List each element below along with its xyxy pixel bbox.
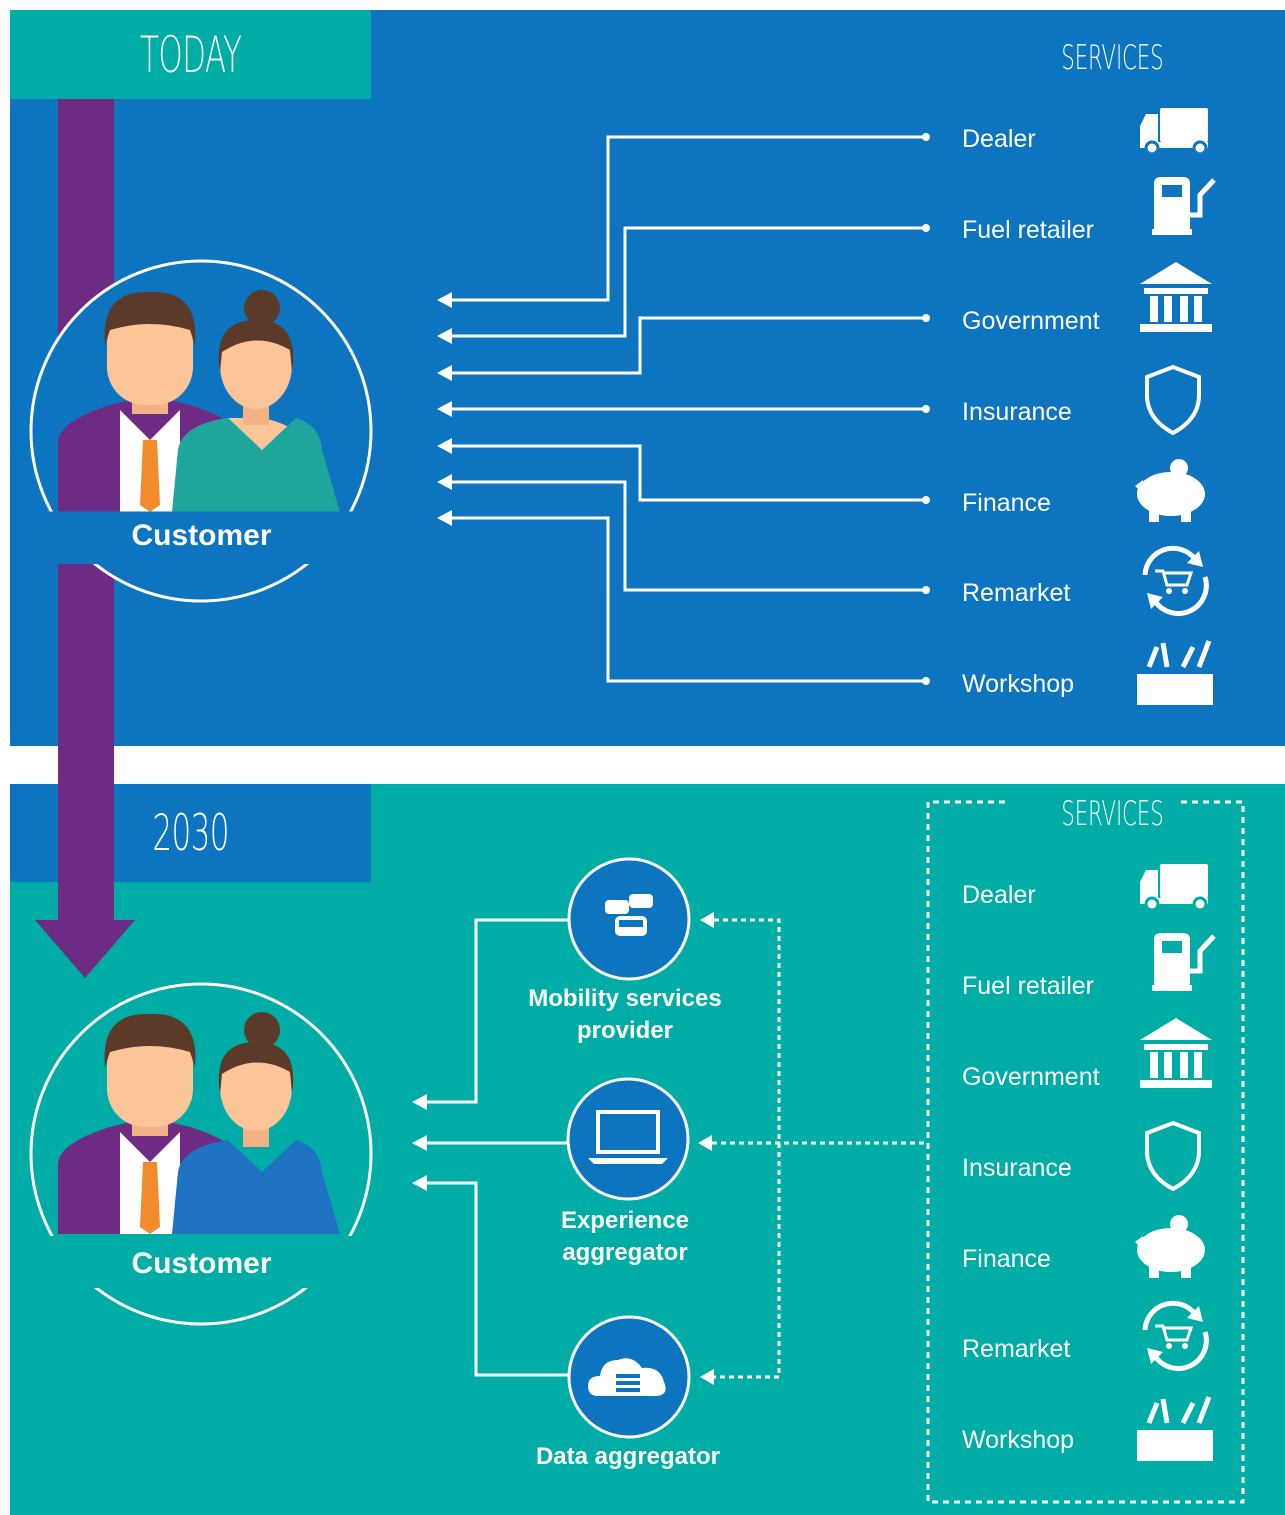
experience-aggregator-node bbox=[566, 1077, 690, 1201]
cart-cycle-icon bbox=[1142, 1300, 1209, 1371]
toolbox-icon bbox=[1137, 1396, 1213, 1461]
experience-aggregator-label: Experience aggregator bbox=[475, 1205, 775, 1269]
government-building-icon bbox=[1140, 262, 1212, 332]
today-arrowheads bbox=[437, 133, 930, 685]
mobility-provider-label: Mobility services provider bbox=[475, 983, 775, 1047]
today-banner: TODAY bbox=[10, 10, 371, 99]
future-customer-avatar bbox=[29, 982, 373, 1326]
today-service-workshop: Workshop bbox=[962, 670, 1075, 698]
future-service-remarket: Remarket bbox=[962, 1335, 1071, 1363]
cart-cycle-icon bbox=[1142, 545, 1209, 616]
piggy-bank-icon bbox=[1135, 1215, 1205, 1278]
future-service-dealer: Dealer bbox=[962, 881, 1036, 909]
cars-icon bbox=[605, 894, 653, 936]
experience-aggregator-label-line1: Experience bbox=[560, 1207, 690, 1234]
future-service-government: Government bbox=[962, 1063, 1100, 1091]
mobility-provider-node bbox=[567, 857, 691, 981]
future-services-title: SERVICES bbox=[1061, 794, 1164, 834]
piggy-bank-icon bbox=[1135, 459, 1205, 522]
today-service-dealer: Dealer bbox=[962, 125, 1036, 153]
future-connectors bbox=[425, 918, 570, 1377]
shield-icon bbox=[1145, 364, 1201, 436]
truck-icon bbox=[1140, 864, 1208, 912]
experience-aggregator-label-line2: aggregator bbox=[562, 1239, 688, 1266]
future-service-fuel-retailer: Fuel retailer bbox=[962, 972, 1094, 1000]
today-connectors bbox=[450, 135, 925, 683]
future-service-finance: Finance bbox=[962, 1245, 1051, 1273]
laptop-icon bbox=[588, 1110, 668, 1164]
data-aggregator-label-line1: Data aggregator bbox=[535, 1443, 721, 1470]
mobility-provider-label-line1: Mobility services bbox=[528, 985, 722, 1012]
today-customer-label: Customer bbox=[131, 519, 272, 552]
fuel-pump-icon bbox=[1152, 177, 1216, 235]
today-service-fuel-retailer: Fuel retailer bbox=[962, 216, 1094, 244]
data-aggregator-node bbox=[567, 1315, 691, 1439]
today-customer-avatar bbox=[29, 259, 373, 603]
today-title: TODAY bbox=[139, 25, 242, 84]
data-aggregator-label: Data aggregator bbox=[478, 1441, 778, 1473]
future-customer-label: Customer bbox=[131, 1247, 272, 1280]
today-service-insurance: Insurance bbox=[962, 398, 1072, 426]
shield-icon bbox=[1145, 1120, 1201, 1192]
future-arrowheads bbox=[412, 912, 714, 1385]
fuel-pump-icon bbox=[1152, 933, 1216, 991]
today-service-government: Government bbox=[962, 307, 1100, 335]
today-service-finance: Finance bbox=[962, 489, 1051, 517]
future-service-workshop: Workshop bbox=[962, 1426, 1075, 1454]
truck-icon bbox=[1140, 108, 1208, 156]
cloud-icon bbox=[588, 1358, 666, 1396]
today-services-title: SERVICES bbox=[1061, 38, 1164, 78]
today-service-remarket: Remarket bbox=[962, 579, 1071, 607]
government-building-icon bbox=[1140, 1018, 1212, 1088]
mobility-provider-label-line2: provider bbox=[576, 1017, 674, 1044]
future-service-insurance: Insurance bbox=[962, 1154, 1072, 1182]
future-title: 2030 bbox=[152, 804, 229, 862]
future-dotted-links bbox=[712, 918, 928, 1379]
toolbox-icon bbox=[1137, 640, 1213, 705]
